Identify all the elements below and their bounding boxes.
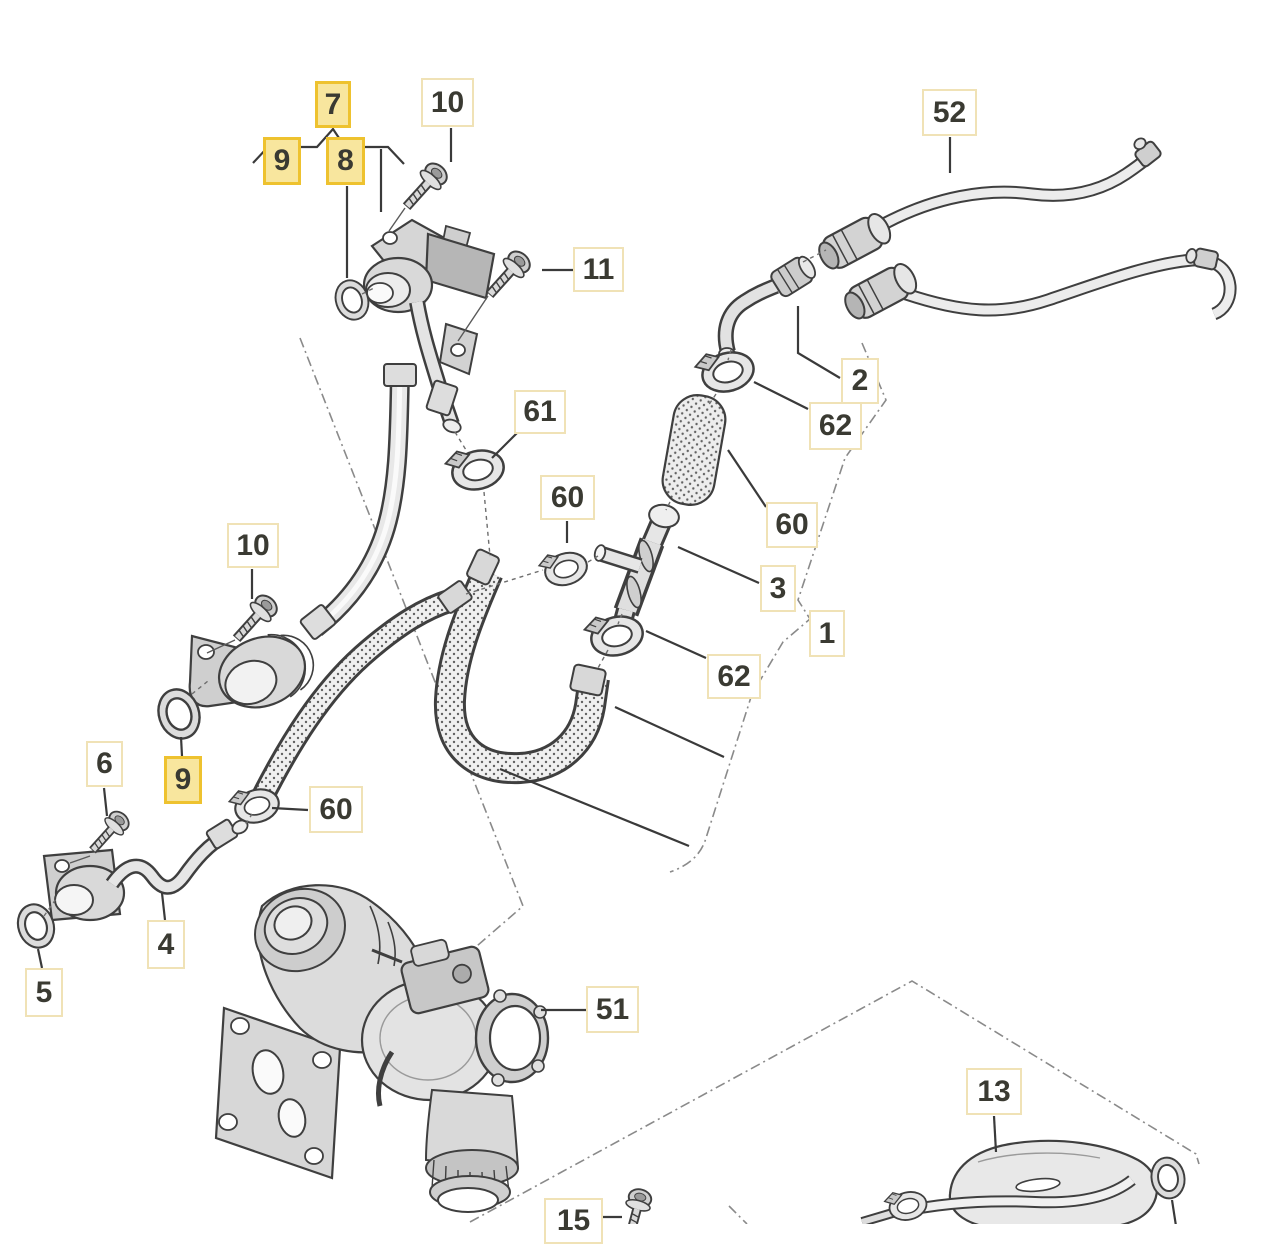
coolant-pipe-flange-end <box>188 633 315 709</box>
callout-60-right[interactable]: 60 <box>766 502 818 548</box>
callout-60-mid[interactable]: 60 <box>540 475 595 520</box>
coolant-hoses-52 <box>818 137 1237 321</box>
callout-4[interactable]: 4 <box>147 920 185 969</box>
callout-7[interactable]: 7 <box>315 81 351 128</box>
quick-coupler <box>844 262 918 320</box>
bolt-15 <box>617 1187 654 1224</box>
boundary-bottom <box>469 980 1200 1223</box>
assembly-boundary-lines <box>299 337 1200 1224</box>
callout-2[interactable]: 2 <box>841 358 879 404</box>
callout-62-lower[interactable]: 62 <box>707 654 761 699</box>
callout-5[interactable]: 5 <box>25 968 63 1017</box>
bolt-10-top <box>397 159 452 216</box>
callout-15[interactable]: 15 <box>544 1198 603 1244</box>
boundary-bottom-right <box>728 1205 748 1224</box>
callout-10-left[interactable]: 10 <box>227 523 279 568</box>
assembly-axis-lines <box>43 249 827 917</box>
coolant-pipe-a <box>409 300 479 434</box>
callout-9-left[interactable]: 9 <box>164 756 202 804</box>
quick-coupler <box>818 212 892 270</box>
hose-clamp-60-mid <box>535 543 593 593</box>
callout-60-left[interactable]: 60 <box>309 786 363 833</box>
hose-end-fitting <box>1185 247 1219 271</box>
insulation-sleeve <box>661 394 727 506</box>
callout-62-upper[interactable]: 62 <box>809 402 862 450</box>
turbocharger <box>214 884 550 1213</box>
group-1-tie-line <box>499 767 690 848</box>
bolt-pointer-lines <box>69 207 489 864</box>
top-pipe-flange-assembly <box>362 218 496 314</box>
coolant-pipe-4 <box>42 818 249 922</box>
elbow-connector-2 <box>717 255 817 361</box>
callout-51[interactable]: 51 <box>586 986 639 1033</box>
callout-3[interactable]: 3 <box>760 565 796 612</box>
callout-52[interactable]: 52 <box>922 89 977 136</box>
wastegate-actuator <box>400 938 490 1015</box>
callout-11[interactable]: 11 <box>573 247 624 292</box>
callout-10-top[interactable]: 10 <box>421 78 474 127</box>
callout-8[interactable]: 8 <box>326 137 365 185</box>
hose-clamp-61 <box>442 440 510 497</box>
callout-1[interactable]: 1 <box>809 610 845 657</box>
callout-13[interactable]: 13 <box>966 1068 1022 1115</box>
callout-6[interactable]: 6 <box>86 741 123 787</box>
coolant-pipe-b <box>299 363 417 640</box>
group-1-tie-line <box>614 706 725 758</box>
boundary-left <box>299 337 524 953</box>
hose-end-fitting <box>1133 137 1162 168</box>
o-ring-13-leader <box>1170 1199 1177 1224</box>
braided-u-hose <box>433 548 610 785</box>
braided-hose <box>249 580 473 808</box>
callout-9-top[interactable]: 9 <box>263 137 301 185</box>
callout-61[interactable]: 61 <box>514 390 566 434</box>
leader-lines <box>36 127 1177 1224</box>
boundary-group-1 <box>669 342 887 873</box>
